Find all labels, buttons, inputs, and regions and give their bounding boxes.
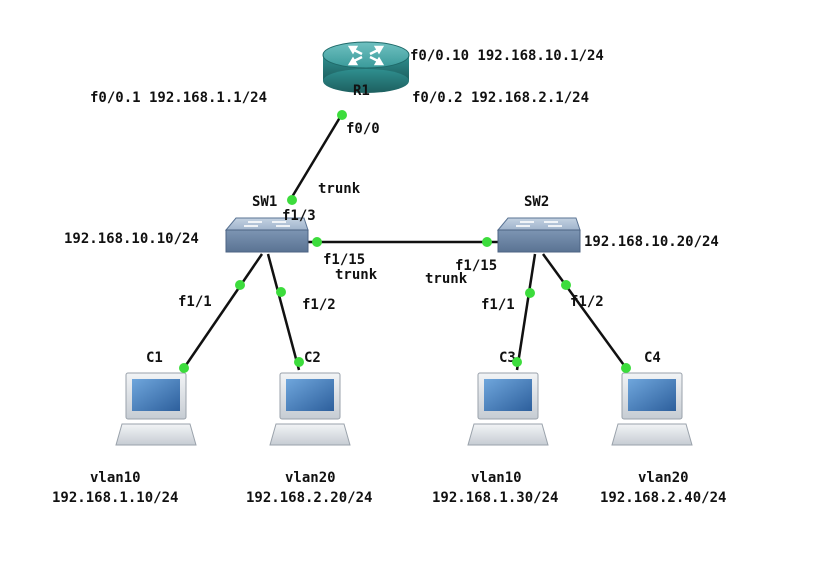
device-label-sw2: SW2: [524, 194, 549, 210]
port-dot-sw1-f13[interactable]: [287, 195, 297, 205]
port-label-r1-f00: f0/0: [346, 121, 380, 137]
link-sw2-c3[interactable]: [515, 253, 537, 371]
port-label-sw1-f12: f1/2: [302, 297, 336, 313]
pc-icon: [467, 372, 549, 446]
pc-icon: [611, 372, 693, 446]
c3-vlan-label: vlan10: [471, 470, 522, 486]
r1-subif-2-label: f0/0.2 192.168.2.1/24: [412, 90, 589, 106]
device-label-c2: C2: [304, 350, 321, 366]
port-label-sw1-f11: f1/1: [178, 294, 212, 310]
port-dot-r1-f00[interactable]: [337, 110, 347, 120]
port-dot-sw2-f115[interactable]: [482, 237, 492, 247]
link-sw1-c1[interactable]: [182, 253, 264, 369]
switch-icon: [224, 217, 309, 253]
link-sw1-c2[interactable]: [266, 253, 301, 371]
port-dots: [179, 110, 631, 373]
pc-c3[interactable]: C3: [467, 350, 549, 446]
device-label-c4: C4: [644, 350, 661, 366]
pc-icon: [115, 372, 197, 446]
router-r1[interactable]: R1: [322, 41, 410, 99]
router-icon: [322, 41, 410, 93]
link-sw2-c4[interactable]: [541, 253, 628, 369]
pc-c2[interactable]: C2: [269, 350, 351, 446]
c2-ip-label: 192.168.2.20/24: [246, 490, 372, 506]
port-dot-c3[interactable]: [512, 357, 522, 367]
link-r1-sw1[interactable]: [287, 113, 344, 203]
port-label-sw1-f13: f1/3: [282, 208, 316, 224]
c2-vlan-label: vlan20: [285, 470, 336, 486]
port-dot-sw2-f12[interactable]: [561, 280, 571, 290]
trunk-label-sw1-side: trunk: [335, 267, 378, 283]
sw2-ip-label: 192.168.10.20/24: [584, 234, 719, 250]
trunk-label-sw2-side: trunk: [425, 271, 468, 287]
c4-ip-label: 192.168.2.40/24: [600, 490, 726, 506]
pc-c1[interactable]: C1: [115, 350, 197, 446]
device-label-c3: C3: [499, 350, 516, 366]
port-dot-sw1-f115[interactable]: [312, 237, 322, 247]
pc-c4[interactable]: C4: [611, 350, 693, 446]
port-label-sw2-f12: f1/2: [570, 294, 604, 310]
switch-sw1[interactable]: SW1: [224, 194, 309, 253]
port-dot-c4[interactable]: [621, 363, 631, 373]
pc-icon: [269, 372, 351, 446]
switch-icon: [496, 217, 581, 253]
switch-sw2[interactable]: SW2: [496, 194, 581, 253]
r1-subif-10-label: f0/0.10 192.168.10.1/24: [410, 48, 604, 64]
port-dot-sw2-f11[interactable]: [525, 288, 535, 298]
c1-vlan-label: vlan10: [90, 470, 141, 486]
device-label-sw1: SW1: [252, 194, 277, 210]
device-label-r1: R1: [353, 83, 370, 99]
device-label-c1: C1: [146, 350, 163, 366]
r1-subif-1-label: f0/0.1 192.168.1.1/24: [90, 90, 267, 106]
trunk-label-r1-sw1: trunk: [318, 181, 361, 197]
port-label-sw1-f115: f1/15: [323, 252, 365, 268]
port-label-sw2-f11: f1/1: [481, 297, 515, 313]
port-dot-c2[interactable]: [294, 357, 304, 367]
port-label-sw2-f115: f1/15: [455, 258, 497, 274]
port-dot-sw1-f12[interactable]: [276, 287, 286, 297]
port-dot-c1[interactable]: [179, 363, 189, 373]
port-dot-sw1-f11[interactable]: [235, 280, 245, 290]
links: [182, 113, 628, 371]
sw1-ip-label: 192.168.10.10/24: [64, 231, 199, 247]
c1-ip-label: 192.168.1.10/24: [52, 490, 178, 506]
c4-vlan-label: vlan20: [638, 470, 689, 486]
c3-ip-label: 192.168.1.30/24: [432, 490, 558, 506]
